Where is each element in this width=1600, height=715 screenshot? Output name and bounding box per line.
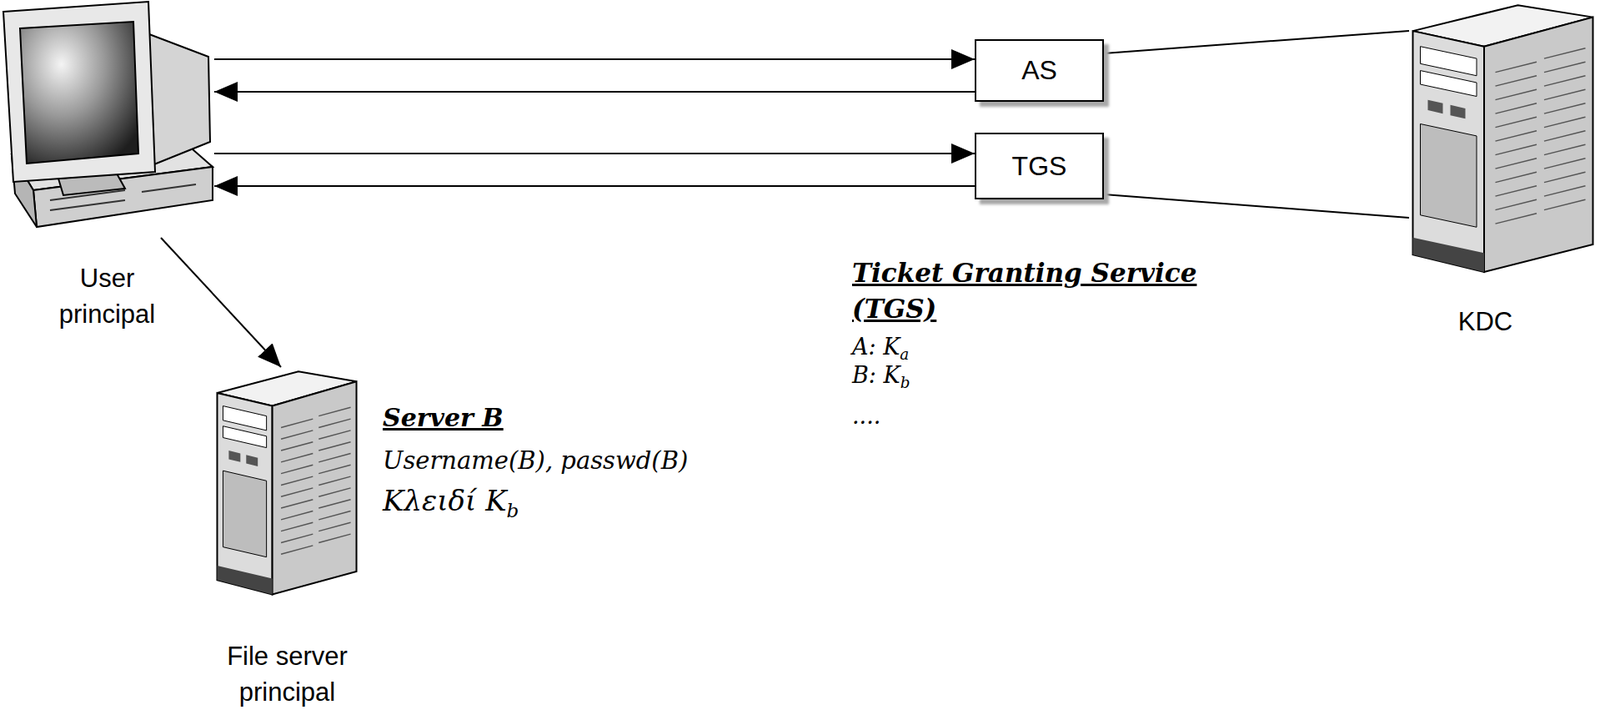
connector-line [1103, 30, 1410, 54]
server-node: KDC [1409, 0, 1600, 276]
note-text: A: Ka [852, 332, 1019, 362]
node-caption: User principal [49, 260, 166, 332]
note-text: Κλειδί Kb [382, 481, 633, 519]
node-caption: File server principal [214, 637, 361, 710]
section-heading: Server B [382, 401, 633, 435]
note-text: .... [852, 401, 1019, 431]
note-text: Username(B), passwd(B) [382, 443, 817, 477]
arrow [160, 237, 281, 367]
connector-line [1103, 194, 1410, 218]
server-icon [1413, 5, 1594, 272]
process-box: TGS [974, 132, 1104, 200]
computer-icon [3, 1, 213, 227]
process-box: AS [974, 39, 1104, 102]
server-node: File server principal [214, 366, 360, 597]
arrow [214, 152, 975, 155]
subscript: a [899, 345, 909, 363]
subscript: b [506, 499, 520, 522]
user-computer: User principal [0, 0, 215, 238]
section-heading: Ticket Granting Service (TGS) [852, 255, 1286, 327]
arrow [214, 90, 975, 93]
box-label: TGS [1012, 150, 1068, 182]
node-caption: KDC [1419, 303, 1553, 340]
box-label: AS [1021, 55, 1058, 86]
arrow [214, 185, 975, 187]
subscript: b [900, 373, 911, 392]
arrow [214, 58, 975, 61]
server-icon [216, 371, 357, 594]
note-text: B: Kb [852, 361, 1019, 390]
